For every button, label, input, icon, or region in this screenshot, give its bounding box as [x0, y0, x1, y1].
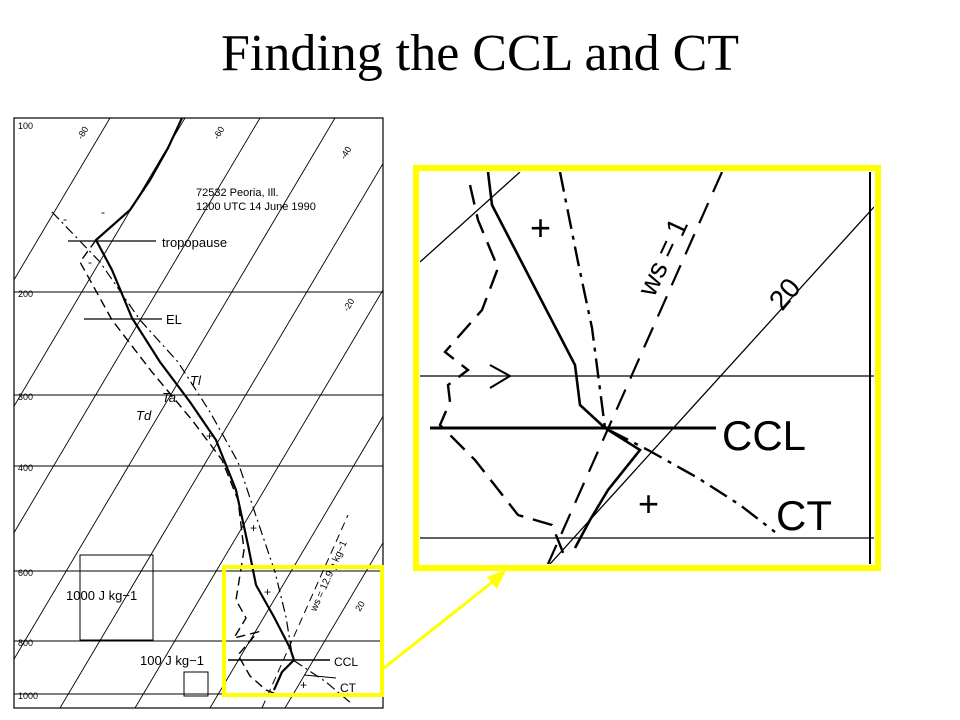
zoom-parcel-path [558, 172, 776, 533]
dewpoint-label-td: Td [136, 408, 152, 423]
pressure-label-400: 400 [18, 463, 33, 473]
dewpoint-profile [79, 239, 277, 695]
zoom-panel: CCL CT 20 ws = 1 + + [413, 165, 881, 571]
energy-label-small: 100 J kg−1 [140, 653, 204, 668]
zoom-dewpoint-profile [438, 184, 566, 556]
negative-area-sign: - [101, 205, 105, 219]
isotherm-line [14, 118, 111, 281]
zoom-arrow [383, 570, 506, 670]
zoom-dewpoint-kink [489, 364, 513, 389]
zoom-source-highlight [222, 565, 384, 697]
temperature-label-ta: Ta [162, 390, 176, 405]
zoom-ccl-label: CCL [722, 412, 806, 459]
temperature-profile [94, 118, 296, 691]
positive-area-sign: + [264, 585, 271, 599]
negative-area-sign: - [63, 212, 67, 226]
station-time: 1200 UTC 14 June 1990 [196, 201, 316, 213]
slide-title: Finding the CCL and CT [220, 25, 740, 82]
el-label: EL [166, 312, 182, 327]
pressure-label-1000: 1000 [18, 691, 38, 701]
pressure-label-100: 100 [18, 121, 33, 131]
isotherms [14, 118, 383, 708]
energy-box-small [183, 671, 209, 697]
isotherm-line [14, 118, 336, 660]
parcel-label-tl: Tl [190, 373, 202, 388]
pressure-label-800: 800 [18, 638, 33, 648]
isotherm-line [14, 118, 261, 534]
ct-leader [303, 674, 337, 679]
parcel-path [51, 211, 353, 705]
positive-area-sign: + [206, 429, 213, 443]
isotherm-line [59, 162, 383, 708]
mixing-ratio-line [261, 514, 349, 708]
energy-label-large: 1000 J kg−1 [66, 588, 137, 603]
pressure-label-300: 300 [18, 392, 33, 402]
isotherm-line [14, 118, 186, 408]
isotherm-line [209, 415, 383, 708]
station-name: 72532 Peoria, Ill. [196, 187, 279, 199]
zoom-ct-label: CT [776, 492, 832, 539]
zoom-positive-sign: + [530, 207, 551, 248]
zoom-isotherm-20 [549, 206, 874, 564]
energy-box-large [79, 554, 154, 641]
positive-area-sign: + [300, 678, 307, 692]
pressure-label-200: 200 [18, 289, 33, 299]
positive-area-sign: + [250, 521, 257, 535]
skewt-diagram: 100 200 300 400 600 800 1000 -80 -60 -40… [13, 117, 384, 709]
zoom-mixing-ratio-line [546, 172, 724, 564]
zoom-isotherm [420, 172, 521, 263]
isotherm-line [134, 289, 383, 708]
zoom-temperature-profile [486, 172, 642, 549]
isotherm-line [284, 541, 383, 708]
ccl-label: CCL [334, 655, 358, 669]
tropopause-label: tropopause [162, 235, 227, 250]
ct-label: CT [340, 681, 357, 695]
zoom-highlight-frame [413, 165, 881, 571]
negative-area-sign: - [88, 255, 92, 269]
pressure-label-600: 600 [18, 568, 33, 578]
isotherm-label-20: 20 [353, 599, 367, 613]
zoom-positive-sign: + [638, 483, 659, 524]
